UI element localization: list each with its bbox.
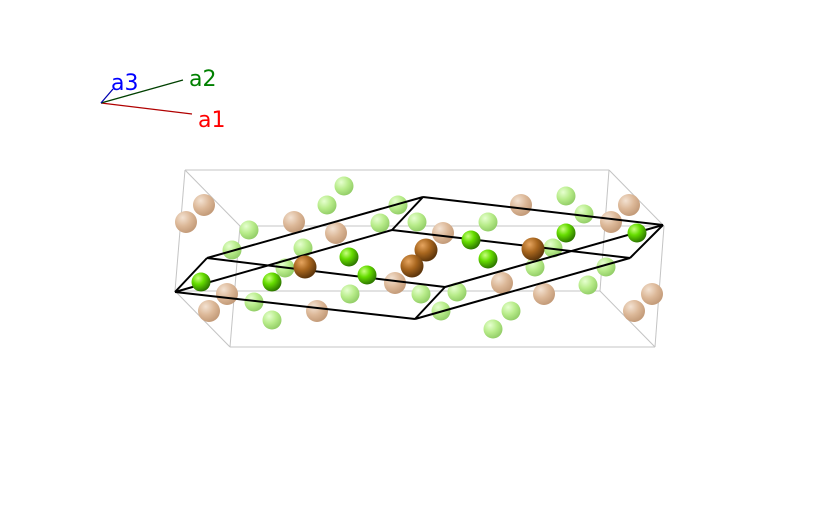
ghost-atom-green [370,213,390,233]
cell-edge [391,196,424,231]
ghost-atom-green [578,275,598,295]
ghost-atom-tan [623,300,645,322]
ghost-atom-green [574,204,594,224]
ghost-atom-tan [325,222,347,244]
cell-edge [414,257,631,320]
ghost-atom-tan [641,283,663,305]
ghost-atom-green [478,212,498,232]
atom-brown [400,254,424,278]
atom-green [262,272,282,292]
cell-edge [174,257,208,293]
ghost-atom-tan [600,211,622,233]
ghost-atom-green [556,186,576,206]
ghost-atom-tan [384,272,406,294]
ghost-atom-green [239,220,259,240]
ghost-atom-green [407,212,427,232]
ghost-atom-green [501,301,521,321]
atom-green [627,223,647,243]
ghost-atom-green [447,282,467,302]
cell-edge [391,229,631,259]
atom-green [357,265,377,285]
ghost-atom-green [411,284,431,304]
ghost-atom-green [244,292,264,312]
cell-atoms [191,223,647,292]
axis-a3-label: a3 [111,71,138,96]
cell-edge [444,224,664,288]
axis-triad: a3 a2 a1 [100,67,225,133]
ghost-atom-tan [491,272,513,294]
ghost-atom-tan [193,194,215,216]
box-edge [184,169,241,227]
cell-edge [206,196,424,259]
ghost-atom-tan [306,300,328,322]
ghost-atom-tan [618,194,640,216]
atom-green [461,230,481,250]
ghost-atom-tan [175,211,197,233]
ghost-atom-tan [216,283,238,305]
cell-edge [206,257,446,288]
atom-brown [414,238,438,262]
atom-green [556,223,576,243]
atom-green [339,247,359,267]
ghost-atom-green [334,176,354,196]
unit-cell [174,196,664,320]
ghost-atom-green [317,195,337,215]
cell-edge [629,224,664,259]
cell-edge [414,286,446,320]
atom-green [478,249,498,269]
ghost-atoms [175,176,663,339]
axis-a3-line [100,88,114,104]
ghost-atom-tan [533,283,555,305]
ghost-atom-green [340,284,360,304]
ghost-atom-green [596,257,616,277]
ghost-atom-tan [198,300,220,322]
cell-edge [174,229,393,293]
atom-green [191,272,211,292]
ghost-atom-tan [283,211,305,233]
ghost-atom-tan [432,222,454,244]
cell-edge [174,291,416,320]
ghost-atom-green [262,310,282,330]
atom-brown [293,255,317,279]
ghost-atom-green [293,238,313,258]
ghost-atom-green [483,319,503,339]
axis-a2-label: a2 [189,67,216,92]
ghost-atom-tan [510,194,532,216]
axis-a2-line [100,79,184,104]
cell-edge [422,196,664,226]
atom-brown [521,237,545,261]
axis-a1-line [100,102,193,115]
axis-a1-label: a1 [198,108,225,133]
